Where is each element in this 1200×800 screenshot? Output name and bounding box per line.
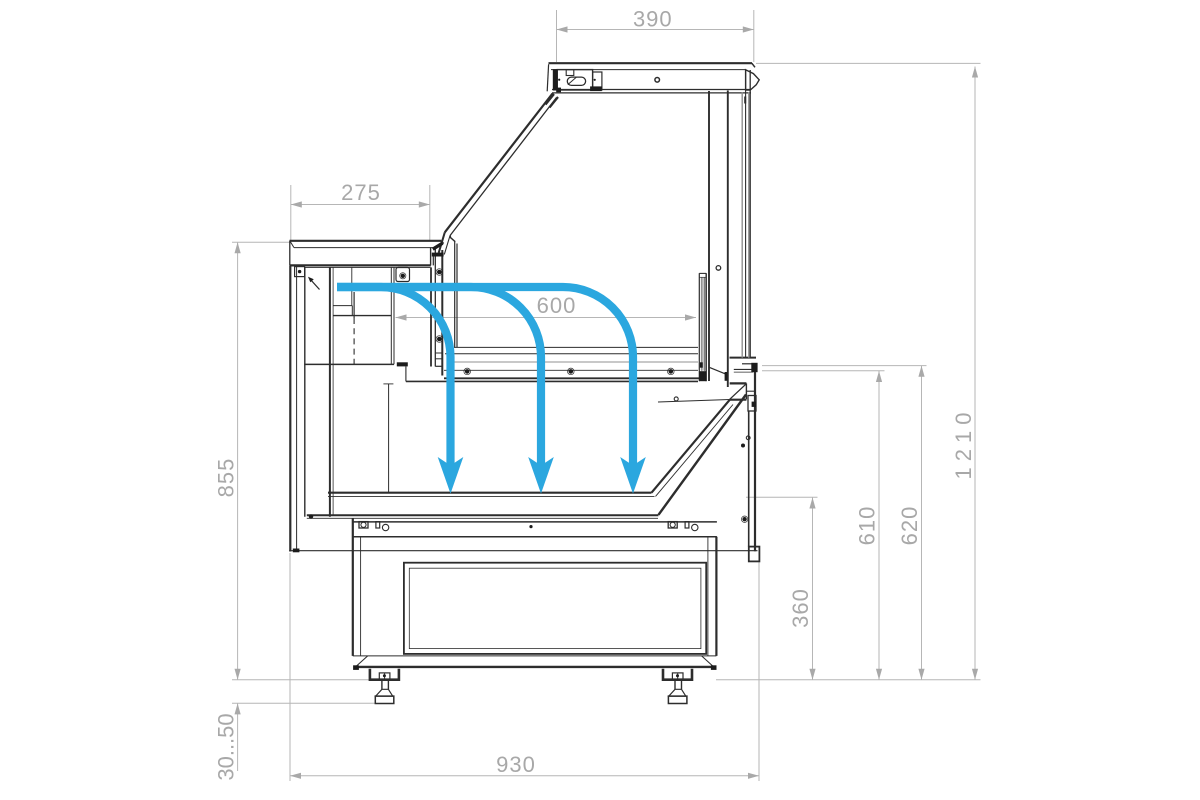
svg-text:275: 275: [341, 180, 381, 205]
svg-text:855: 855: [214, 458, 239, 498]
svg-text:930: 930: [496, 752, 536, 777]
svg-text:390: 390: [633, 7, 673, 32]
svg-text:30...50: 30...50: [214, 713, 239, 780]
svg-text:360: 360: [788, 588, 813, 628]
svg-text:1210: 1210: [951, 407, 976, 480]
svg-text:600: 600: [537, 293, 577, 318]
svg-text:610: 610: [855, 506, 880, 546]
svg-text:620: 620: [897, 506, 922, 546]
